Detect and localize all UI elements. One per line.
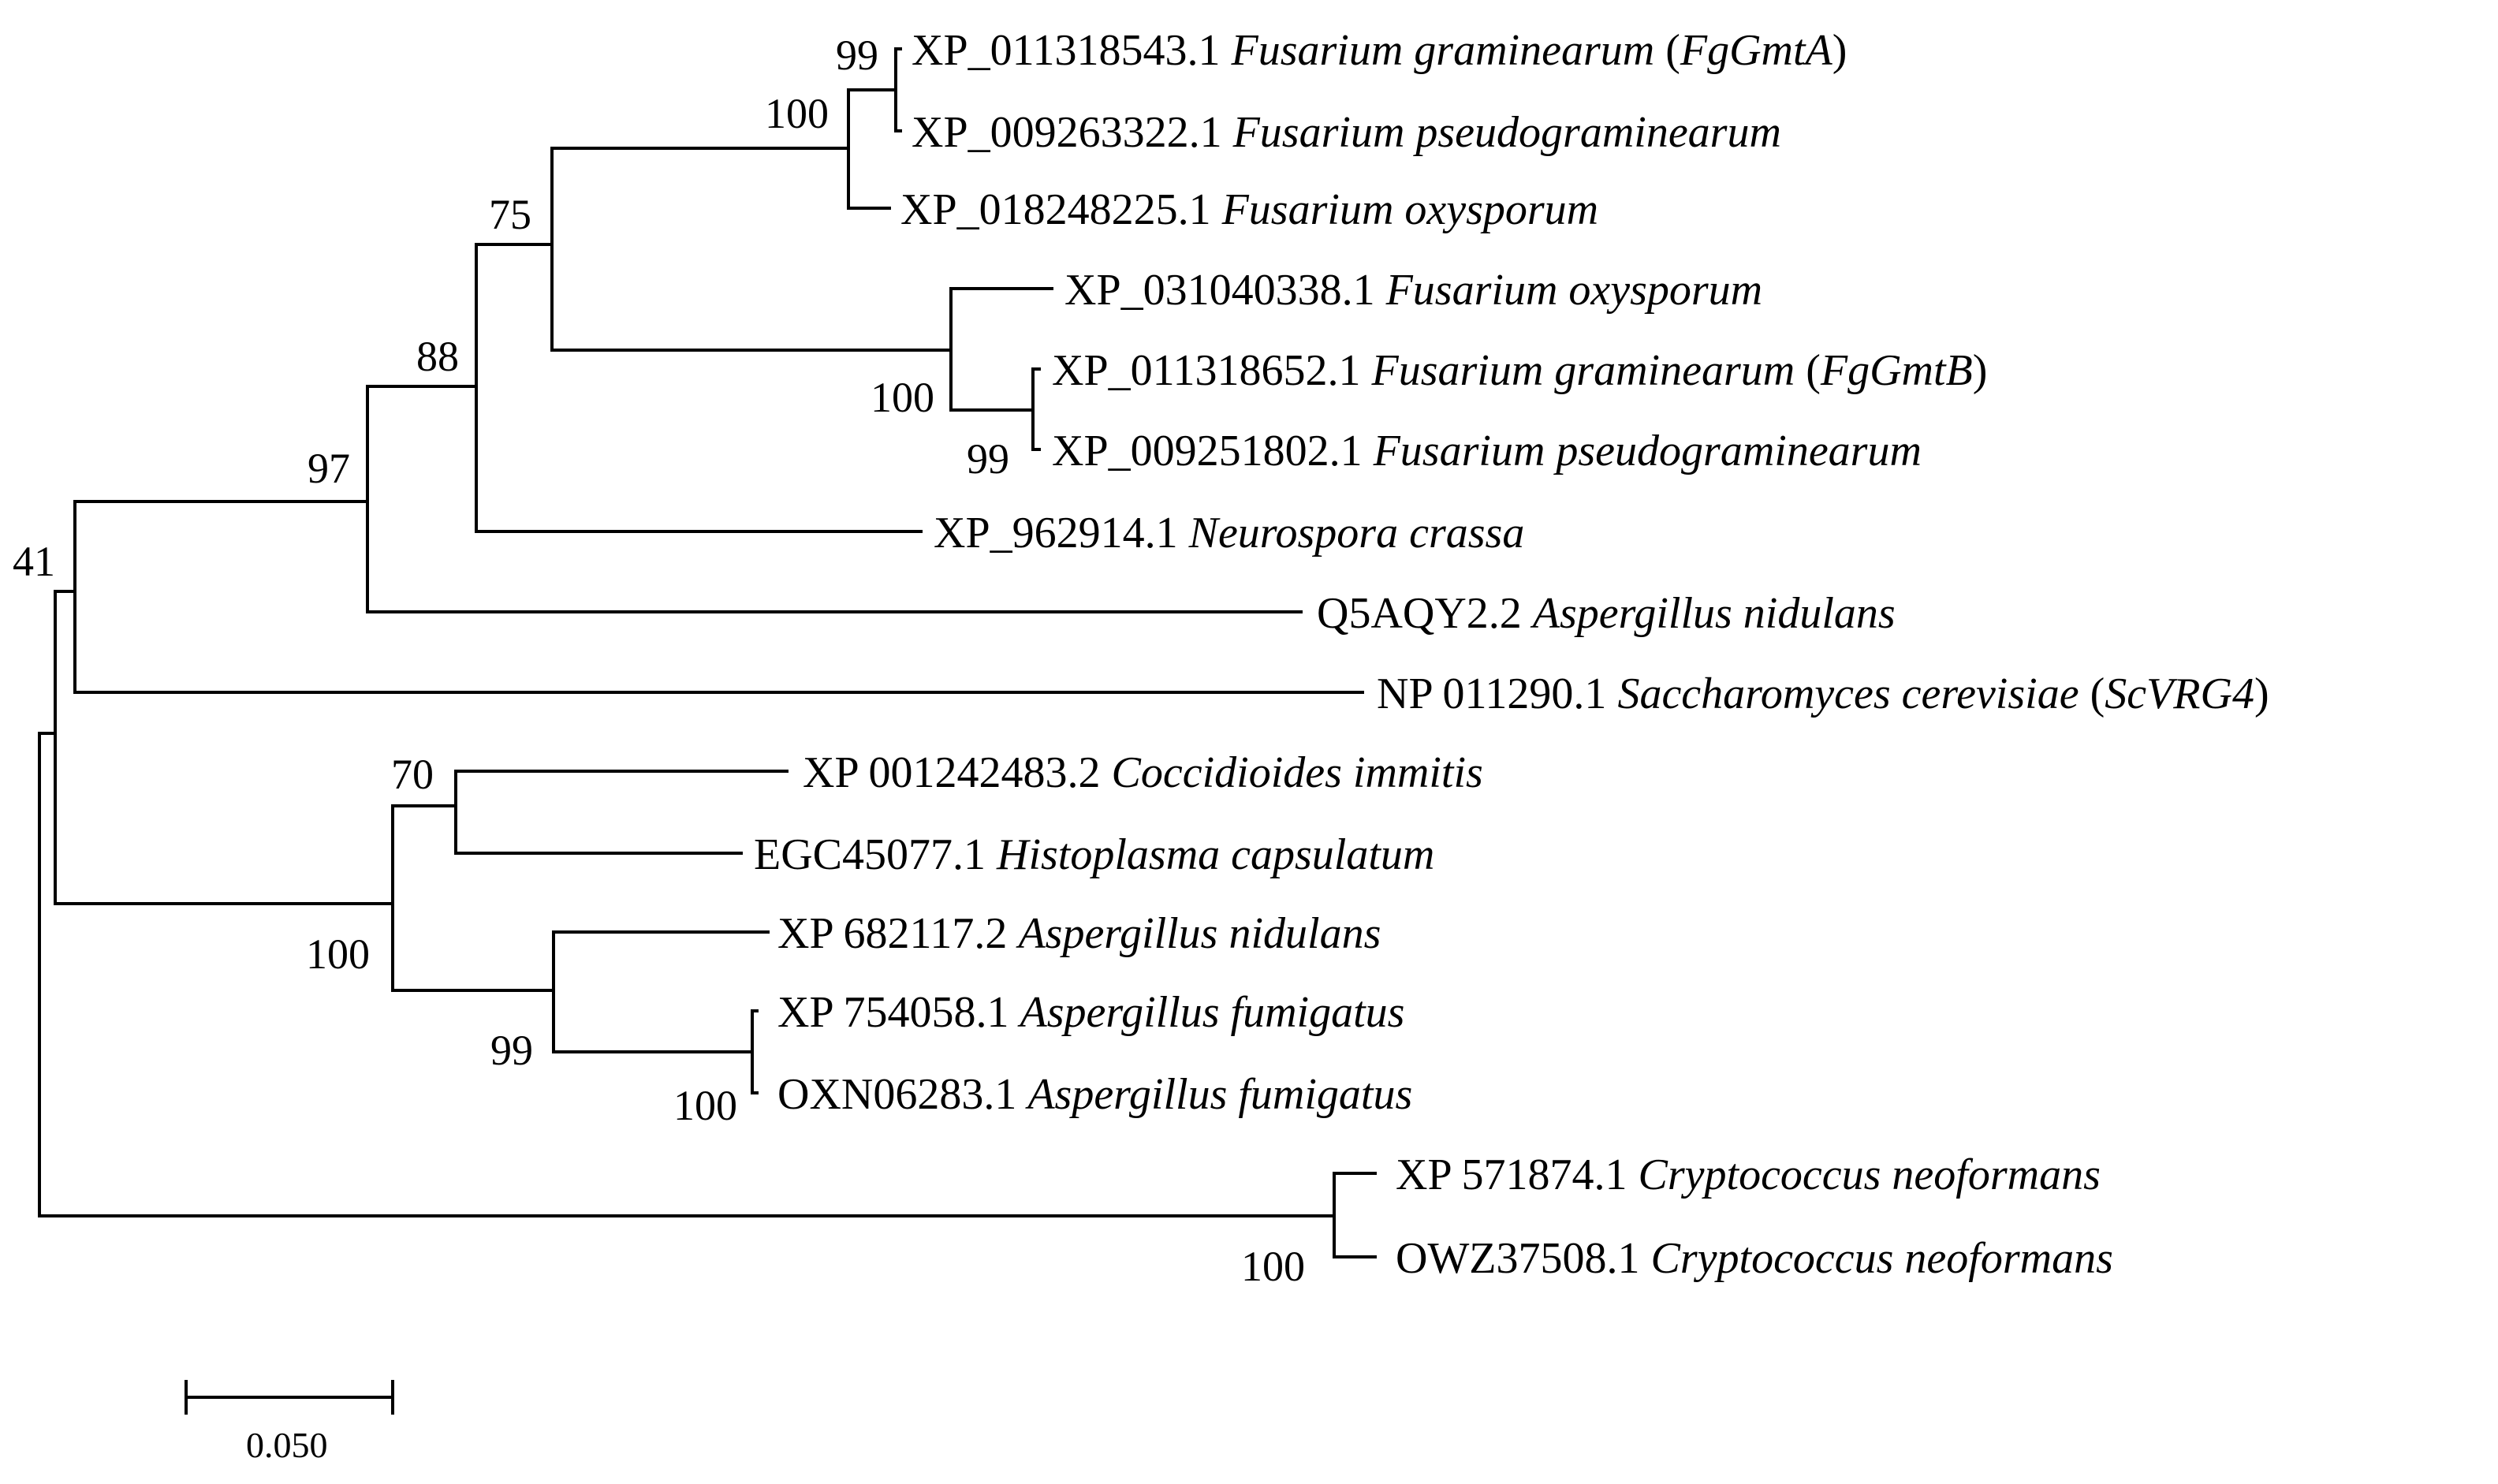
taxon-label: NP 011290.1 Saccharomyces cerevisiae (Sc…: [1377, 669, 2269, 718]
taxon-label: XP_962914.1 Neurospora crassa: [934, 509, 1524, 557]
bootstrap-value: 99: [836, 32, 878, 79]
taxon-label: XP_031040338.1 Fusarium oxysporum: [1064, 266, 1762, 315]
taxon-label: XP 754058.1 Aspergillus fumigatus: [777, 988, 1404, 1037]
taxon-label: XP 571874.1 Cryptococcus neoformans: [1396, 1150, 2101, 1199]
tree-branches: [38, 47, 1377, 1258]
taxon-label: OXN06283.1 Aspergillus fumigatus: [777, 1070, 1412, 1119]
bootstrap-value: 88: [416, 333, 459, 380]
bootstrap-value: 41: [13, 538, 55, 585]
bootstrap-value: 100: [673, 1082, 737, 1129]
bootstrap-values: 99 100 75 100 99 88 97 41 70 100 99 100 …: [13, 32, 1305, 1290]
scale-bar-label: 0.050: [246, 1425, 328, 1465]
bootstrap-value: 100: [306, 930, 370, 978]
taxon-label: XP 682117.2 Aspergillus nidulans: [777, 909, 1381, 958]
bootstrap-value: 100: [765, 90, 829, 137]
scale-bar: 0.050: [185, 1380, 394, 1465]
taxon-label: XP 001242483.2 Coccidioides immitis: [803, 748, 1483, 797]
bootstrap-value: 75: [489, 191, 531, 238]
taxon-label: OWZ37508.1 Cryptococcus neoformans: [1396, 1234, 2113, 1283]
taxon-label: XP_011318543.1 Fusarium graminearum (FgG…: [912, 26, 1847, 75]
taxon-label: Q5AQY2.2 Aspergillus nidulans: [1317, 589, 1896, 638]
taxon-label: XP_018248225.1 Fusarium oxysporum: [900, 185, 1598, 234]
taxon-label: XP_009251802.1 Fusarium pseudograminearu…: [1052, 427, 1922, 475]
bootstrap-value: 100: [871, 374, 934, 421]
taxon-label: XP_011318652.1 Fusarium graminearum (FgG…: [1052, 346, 1987, 395]
taxon-label: EGC45077.1 Histoplasma capsulatum: [754, 830, 1434, 879]
bootstrap-value: 97: [308, 445, 350, 492]
bootstrap-value: 100: [1241, 1243, 1305, 1290]
taxon-label: XP_009263322.1 Fusarium pseudograminearu…: [912, 108, 1781, 157]
bootstrap-value: 99: [967, 435, 1009, 483]
taxon-labels: XP_011318543.1 Fusarium graminearum (FgG…: [754, 26, 2269, 1283]
bootstrap-value: 99: [490, 1027, 533, 1074]
bootstrap-value: 70: [391, 751, 434, 798]
